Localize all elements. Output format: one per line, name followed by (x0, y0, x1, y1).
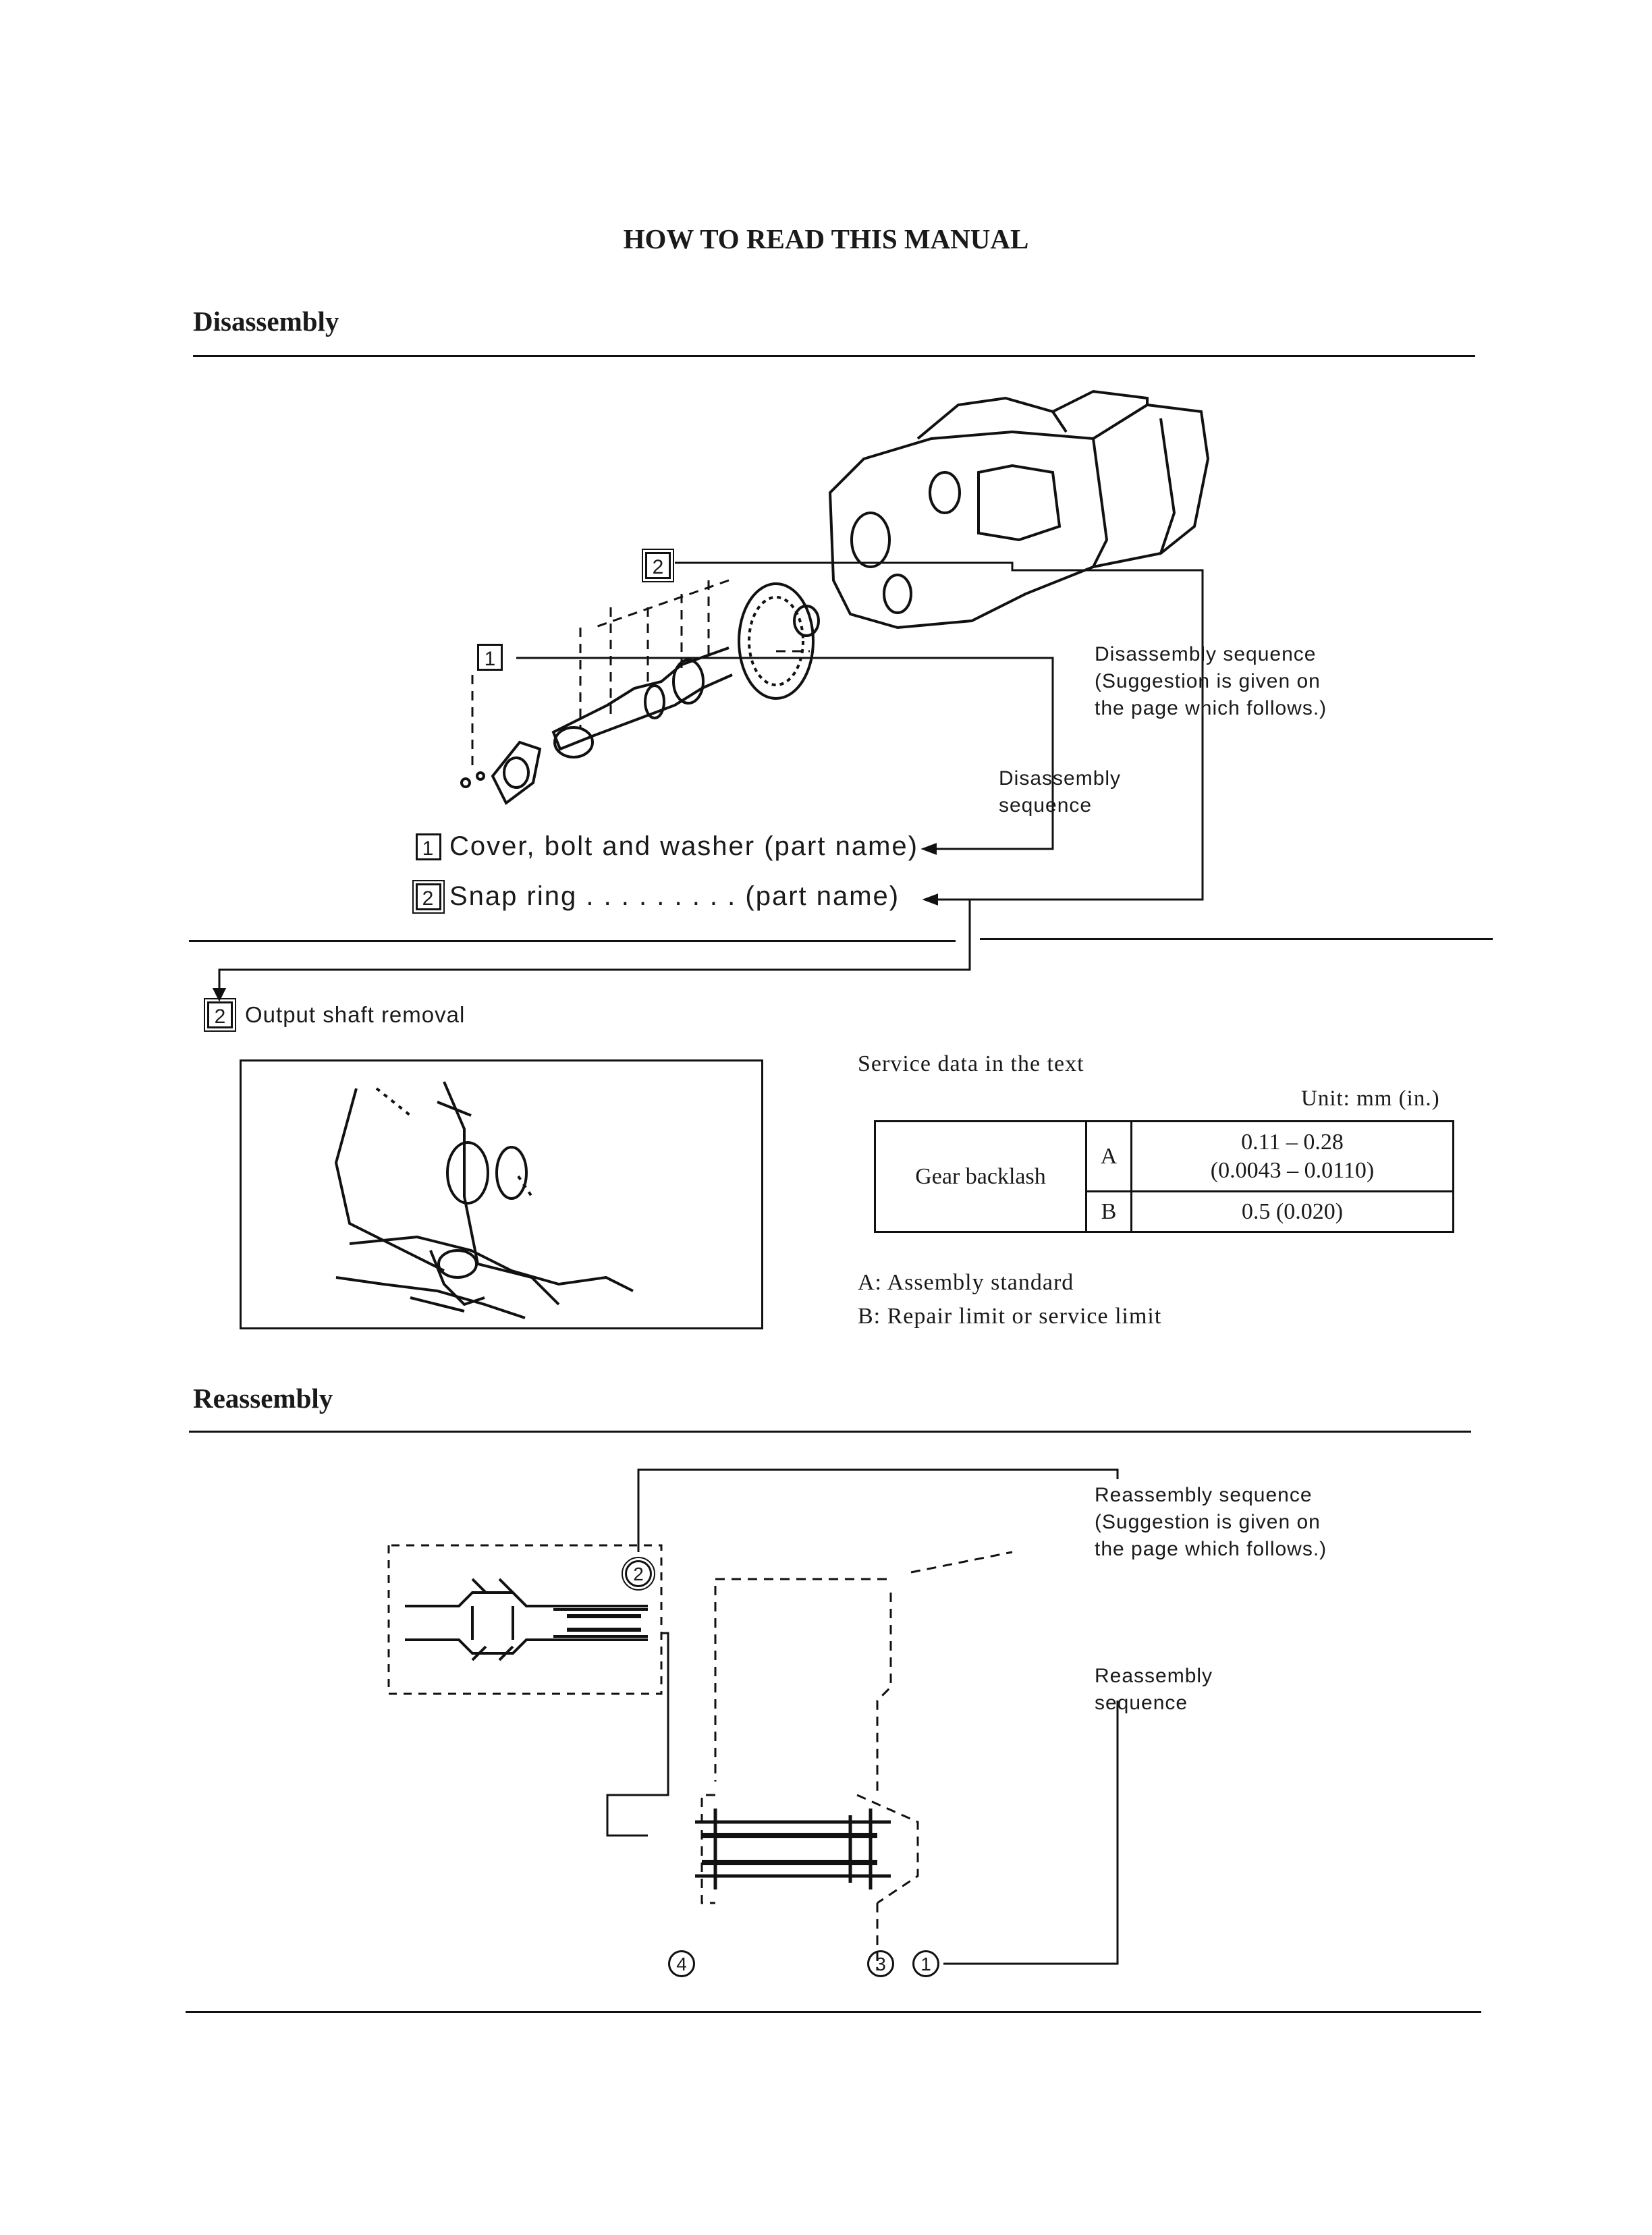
step-title: Output shaft removal (245, 1002, 466, 1027)
legend-a: A: Assembly standard (858, 1270, 1074, 1295)
reassembly-sequence-note: Reassembly sequence (Suggestion is given… (1095, 1484, 1327, 1560)
transmission-case-drawing (828, 389, 1210, 630)
service-key-a: A (1085, 1120, 1132, 1192)
service-value-b: 0.5 (0.020) (1130, 1190, 1454, 1233)
legend-b: B: Repair limit or service limit (858, 1304, 1162, 1329)
service-value-a: 0.11 – 0.28 (0.0043 – 0.0110) (1130, 1120, 1454, 1192)
step-heading: 2 Output shaft removal (204, 998, 466, 1032)
page-title: HOW TO READ THIS MANUAL (623, 223, 1029, 254)
service-data-table: Gear backlash A 0.11 – 0.28 (0.0043 – 0.… (874, 1120, 1454, 1233)
gear-and-shaft-drawing (460, 582, 820, 806)
reassembly-sequence-label: Reassembly sequence (1095, 1665, 1213, 1714)
step-number: 2 (204, 998, 236, 1032)
service-data-caption: Service data in the text (858, 1051, 1084, 1076)
service-item-cell: Gear backlash (874, 1120, 1087, 1233)
service-key-b: B (1085, 1190, 1132, 1233)
part-number-1: 1 (416, 833, 441, 860)
reassembly-marker-1: 1 (912, 1950, 939, 1977)
disassembly-rule (193, 355, 1475, 357)
part-number-2: 2 (412, 879, 445, 914)
reassembly-heading: Reassembly (193, 1383, 333, 1414)
output-shaft-photo-frame (240, 1059, 763, 1329)
reassembly-marker-3: 3 (867, 1950, 894, 1977)
section-divider-right (980, 938, 1493, 940)
reassembly-marker-4: 4 (668, 1950, 695, 1977)
service-data-unit: Unit: mm (in.) (1301, 1086, 1440, 1111)
disassembly-sequence-note: Disassembly sequence (Suggestion is give… (1095, 643, 1327, 719)
part-name-1: Cover, bolt and washer (part name) (449, 831, 918, 861)
callout-box-1: 1 (477, 644, 503, 671)
reassembly-rule (189, 1431, 1471, 1433)
service-data-legend: A: Assembly standard B: Repair limit or … (858, 1266, 1161, 1333)
part-name-2: Snap ring . . . . . . . . . (part name) (449, 881, 900, 911)
disassembly-heading: Disassembly (193, 306, 339, 337)
callout-box-2: 2 (642, 549, 674, 582)
part-row-1: 1 Cover, bolt and washer (part name) (416, 831, 918, 862)
output-shaft-illustration (334, 1081, 634, 1319)
disassembly-sequence-label: Disassembly sequence (999, 767, 1122, 817)
reassembly-marker-2: 2 (622, 1557, 655, 1591)
section-divider-left (189, 940, 956, 942)
bottom-rule (186, 2011, 1481, 2013)
part-row-2: 2 Snap ring . . . . . . . . . (part name… (412, 879, 900, 914)
